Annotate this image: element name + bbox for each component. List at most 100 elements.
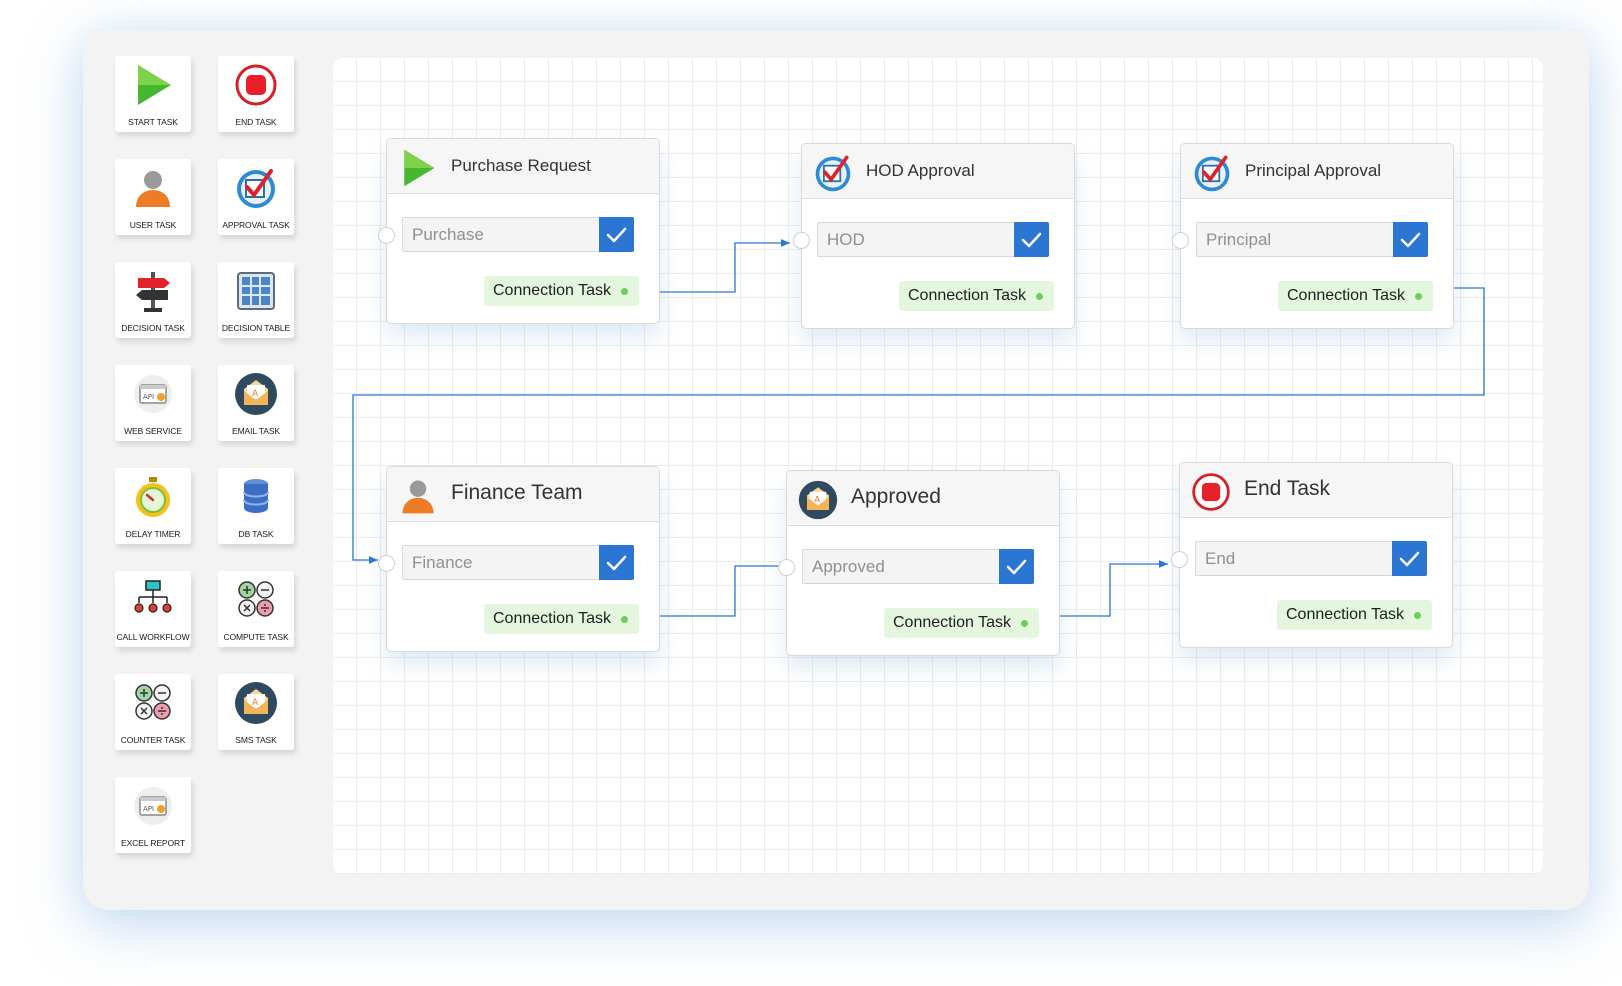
palette-approval-task[interactable]: APPROVAL TASK bbox=[218, 159, 294, 235]
connection-task-button[interactable]: Connection Task bbox=[1278, 281, 1433, 311]
node-field[interactable]: HOD bbox=[817, 222, 1049, 257]
connection-task-button[interactable]: Connection Task bbox=[884, 608, 1039, 638]
envelope-icon bbox=[233, 680, 279, 726]
check-icon bbox=[999, 549, 1034, 584]
output-port-dot[interactable] bbox=[1414, 612, 1421, 619]
node-header[interactable]: Principal Approval bbox=[1181, 144, 1453, 199]
node-end-task[interactable]: End Task End Connection Task bbox=[1171, 462, 1453, 648]
node-field-value: Approved bbox=[812, 557, 885, 576]
node-field[interactable]: Approved bbox=[802, 549, 1034, 584]
confirm-check-button[interactable] bbox=[1014, 222, 1049, 257]
output-port-dot[interactable] bbox=[621, 616, 628, 623]
node-title: Finance Team bbox=[451, 481, 583, 504]
connection-task-label: Connection Task bbox=[1287, 287, 1405, 304]
approval-check-icon bbox=[1191, 152, 1233, 194]
connection-task-label: Connection Task bbox=[493, 282, 611, 299]
node-header[interactable]: Approved bbox=[787, 471, 1059, 526]
output-port-dot[interactable] bbox=[1021, 620, 1028, 627]
input-port[interactable] bbox=[1172, 232, 1189, 249]
start-play-icon bbox=[397, 147, 439, 189]
connection-task-button[interactable]: Connection Task bbox=[899, 281, 1054, 311]
palette-email-task[interactable]: EMAIL TASK bbox=[218, 365, 294, 441]
node-field-value: HOD bbox=[827, 230, 865, 249]
node-header[interactable]: Purchase Request bbox=[387, 139, 659, 194]
confirm-check-button[interactable] bbox=[1393, 222, 1428, 257]
check-icon bbox=[1393, 222, 1428, 257]
palette-excel-report[interactable]: EXCEL REPORT bbox=[115, 777, 191, 853]
node-title: End Task bbox=[1244, 477, 1330, 500]
palette-web-service[interactable]: WEB SERVICE bbox=[115, 365, 191, 441]
approval-check-icon bbox=[233, 165, 279, 211]
node-field[interactable]: Finance bbox=[402, 545, 634, 580]
node-header[interactable]: Finance Team bbox=[387, 467, 659, 522]
math-operators-icon bbox=[233, 577, 279, 623]
palette-end-task[interactable]: END TASK bbox=[218, 56, 294, 132]
input-port[interactable] bbox=[778, 559, 795, 576]
math-operators-icon bbox=[130, 680, 176, 726]
input-port[interactable] bbox=[378, 555, 395, 572]
palette-decision-table[interactable]: DECISION TABLE bbox=[218, 262, 294, 338]
envelope-icon bbox=[797, 479, 839, 521]
node-field[interactable]: End bbox=[1195, 541, 1427, 576]
palette-label: CALL WORKFLOW bbox=[116, 632, 190, 642]
output-port-dot[interactable] bbox=[621, 288, 628, 295]
node-field[interactable]: Principal bbox=[1196, 222, 1428, 257]
node-header[interactable]: End Task bbox=[1180, 463, 1452, 518]
confirm-check-button[interactable] bbox=[999, 549, 1034, 584]
user-icon bbox=[397, 475, 439, 517]
connection-task-button[interactable]: Connection Task bbox=[484, 604, 639, 634]
node-purchase-request[interactable]: Purchase Request Purchase Connection Tas… bbox=[378, 138, 660, 324]
palette-label: WEB SERVICE bbox=[124, 426, 182, 436]
palette-label: DELAY TIMER bbox=[125, 529, 181, 539]
palette-compute-task[interactable]: COMPUTE TASK bbox=[218, 571, 294, 647]
stopwatch-icon bbox=[130, 474, 176, 520]
palette-start-task[interactable]: START TASK bbox=[115, 56, 191, 132]
palette-label: DECISION TASK bbox=[121, 323, 185, 333]
node-field-value: Purchase bbox=[412, 225, 484, 244]
node-approved[interactable]: Approved Approved Connection Task bbox=[778, 470, 1060, 656]
palette-label: COUNTER TASK bbox=[120, 735, 186, 745]
node-title: Principal Approval bbox=[1245, 161, 1382, 180]
palette-db-task[interactable]: DB TASK bbox=[218, 468, 294, 544]
palette-label: EMAIL TASK bbox=[232, 426, 280, 436]
node-title: HOD Approval bbox=[866, 161, 975, 180]
node-hod-approval[interactable]: HOD Approval HOD Connection Task bbox=[793, 143, 1075, 329]
palette-decision-task[interactable]: DECISION TASK bbox=[115, 262, 191, 338]
connection-task-label: Connection Task bbox=[1286, 606, 1404, 623]
user-icon bbox=[130, 165, 176, 211]
palette-call-workflow[interactable]: CALL WORKFLOW bbox=[115, 571, 191, 647]
palette-delay-timer[interactable]: DELAY TIMER bbox=[115, 468, 191, 544]
connection-task-label: Connection Task bbox=[493, 610, 611, 627]
palette-sms-task[interactable]: SMS TASK bbox=[218, 674, 294, 750]
confirm-check-button[interactable] bbox=[1392, 541, 1427, 576]
palette-label: APPROVAL TASK bbox=[222, 220, 290, 230]
node-principal-approval[interactable]: Principal Approval Principal Connection … bbox=[1172, 143, 1454, 329]
palette-label: END TASK bbox=[235, 117, 277, 127]
table-grid-icon bbox=[233, 268, 279, 314]
node-field-value: End bbox=[1205, 549, 1236, 568]
end-stop-icon bbox=[233, 62, 279, 108]
palette-label: COMPUTE TASK bbox=[223, 632, 289, 642]
node-header[interactable]: HOD Approval bbox=[802, 144, 1074, 199]
api-gear-icon bbox=[130, 371, 176, 417]
end-stop-icon bbox=[1190, 471, 1232, 513]
node-finance-team[interactable]: Finance Team Finance Connection Task bbox=[378, 466, 660, 652]
confirm-check-button[interactable] bbox=[599, 545, 634, 580]
confirm-check-button[interactable] bbox=[599, 217, 634, 252]
check-icon bbox=[599, 545, 634, 580]
api-gear-icon bbox=[130, 783, 176, 829]
node-field[interactable]: Purchase bbox=[402, 217, 634, 252]
connection-task-button[interactable]: Connection Task bbox=[484, 276, 639, 306]
input-port[interactable] bbox=[793, 232, 810, 249]
envelope-icon bbox=[233, 371, 279, 417]
connection-task-button[interactable]: Connection Task bbox=[1277, 600, 1432, 630]
output-port-dot[interactable] bbox=[1036, 293, 1043, 300]
input-port[interactable] bbox=[1171, 551, 1188, 568]
database-icon bbox=[233, 474, 279, 520]
input-port[interactable] bbox=[378, 227, 395, 244]
palette-user-task[interactable]: USER TASK bbox=[115, 159, 191, 235]
check-icon bbox=[599, 217, 634, 252]
palette-label: DECISION TABLE bbox=[221, 323, 291, 333]
palette-counter-task[interactable]: COUNTER TASK bbox=[115, 674, 191, 750]
output-port-dot[interactable] bbox=[1415, 293, 1422, 300]
